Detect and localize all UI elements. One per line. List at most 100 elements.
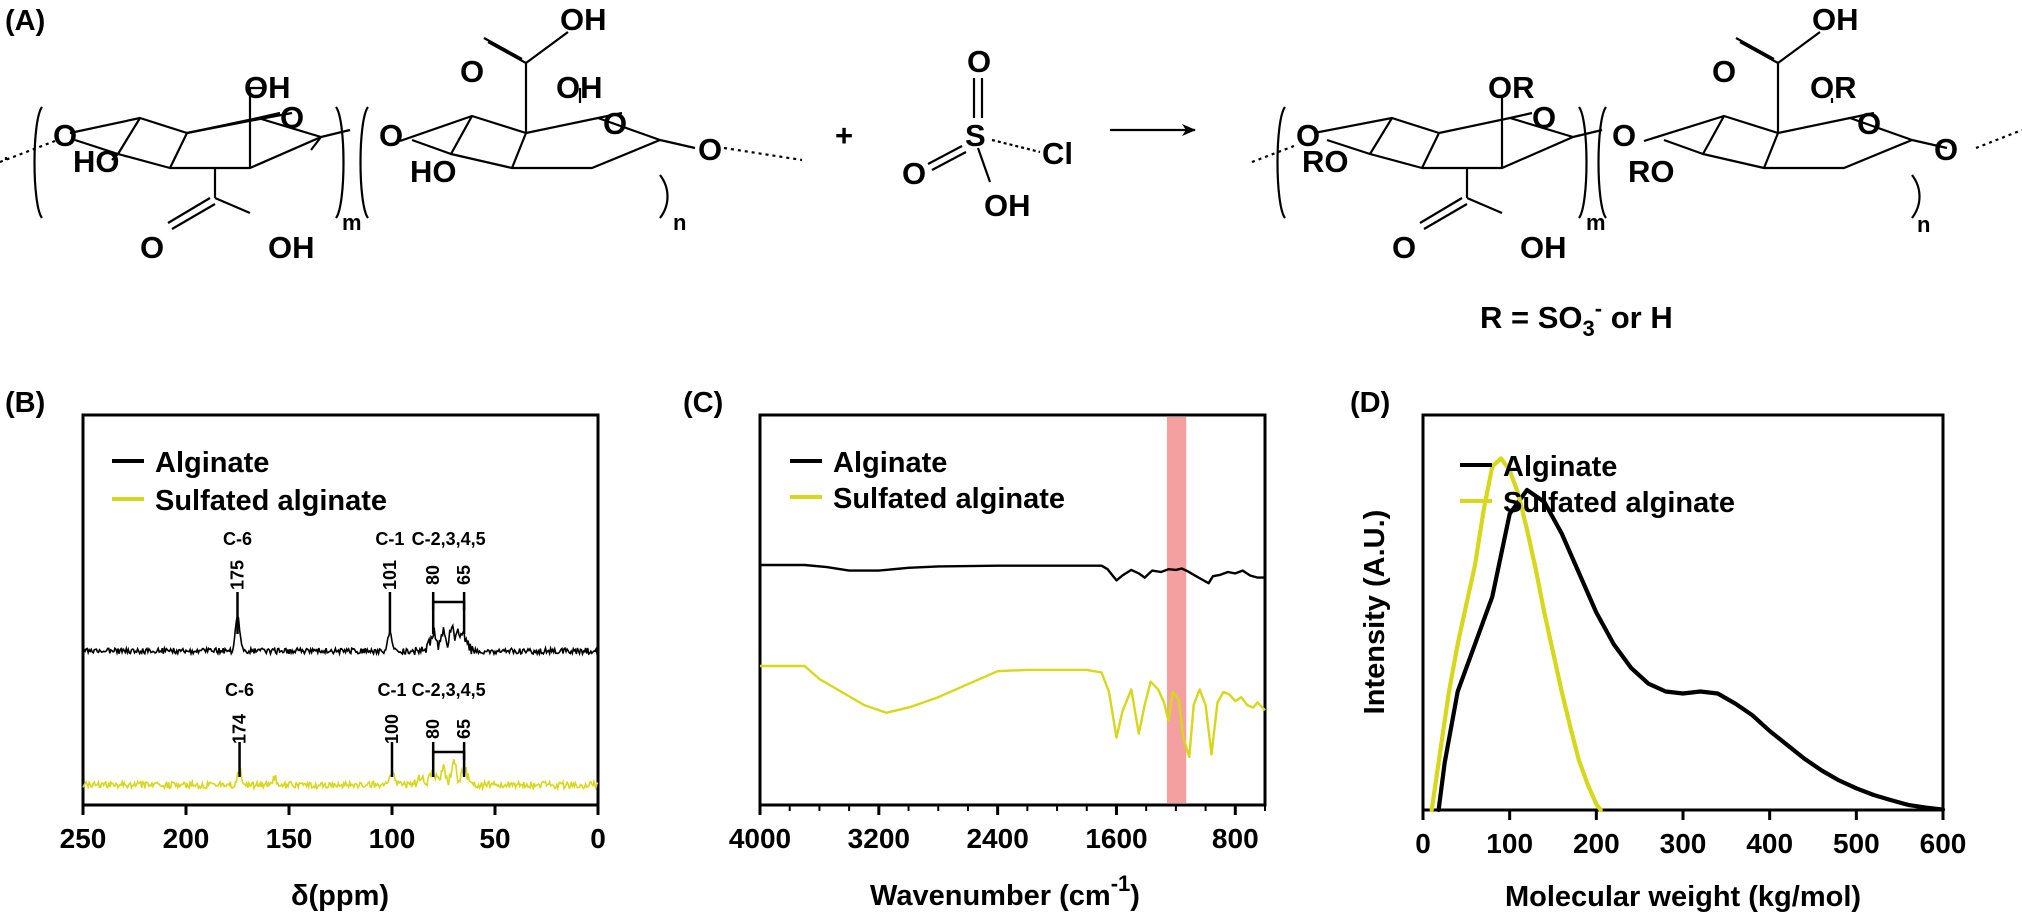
panel-b-label: (B): [5, 387, 45, 419]
panel-d-y-axis-title: Intensity (A.U.): [1359, 510, 1391, 715]
mw-tick-label-0: 0: [1415, 828, 1431, 859]
reaction-arrow: [1110, 124, 1196, 136]
mw-tick-label-200: 200: [1573, 828, 1620, 859]
peak-value-label: 100: [382, 714, 402, 744]
right-polymer: O RO OR O O OH m O RO OR O O OH O n: [1251, 2, 2022, 265]
panel-d-label: (D): [1350, 387, 1390, 419]
atom-o-carbonyl-2: O: [460, 54, 484, 89]
right-atom-o-carbonyl-2: O: [1712, 54, 1736, 89]
right-atom-o-ring1: O: [1532, 100, 1556, 135]
peak-value-label: 80: [423, 719, 443, 739]
mw-tick-label-400: 400: [1746, 828, 1793, 859]
panel-c-legend: Alginate Sulfated alginate: [790, 447, 1065, 515]
peak-value-label: 65: [454, 719, 474, 739]
peak-group-bracket: [431, 750, 466, 760]
ftir-tick-label-2400: 2400: [966, 823, 1028, 854]
atom-oh-carboxyl-2: OH: [560, 2, 607, 37]
peak-group-bracket: [431, 600, 466, 610]
mw-tick-label-300: 300: [1660, 828, 1707, 859]
right-atom-o-link-right: O: [1934, 132, 1958, 167]
peak-value-label: 65: [454, 565, 474, 585]
subscript-m: m: [342, 210, 362, 235]
panel-b-series: [82, 613, 599, 792]
mw-series-sulfated-alginate: [1429, 456, 1603, 813]
legend-label-alginate: Alginate: [833, 447, 947, 479]
ftir-tick-label-3200: 3200: [848, 823, 910, 854]
left-polymer-bonds: [0, 31, 803, 230]
highlight-band: [1166, 417, 1187, 803]
peak-value-label: 175: [228, 560, 248, 590]
ftir-series-alginate: [760, 563, 1265, 585]
legend-label-sulfated: Sulfated alginate: [833, 483, 1065, 515]
right-atom-o-ring2: O: [1857, 106, 1881, 141]
right-subscript-n: n: [1917, 212, 1930, 237]
panel-d-plot-frame: [1421, 413, 1945, 812]
panel-a-reaction-scheme: (A) O HO OH O O OH: [0, 2, 2022, 341]
reagent-o-top: O: [967, 44, 991, 79]
mw-tick-label-500: 500: [1833, 828, 1880, 859]
reagent-bonds: [927, 78, 1041, 183]
reagent-atoms: O S Cl O OH: [902, 44, 1073, 223]
legend-label-sulfated: Sulfated alginate: [155, 485, 387, 517]
nmr-tick-label-250: 250: [60, 823, 107, 854]
atom-o-link-mid: O: [379, 118, 403, 153]
peak-group-label: C-1: [375, 529, 404, 549]
panel-d-x-axis-title: Molecular weight (kg/mol): [1505, 881, 1861, 913]
ftir-tick-label-800: 800: [1212, 823, 1259, 854]
atom-oh-top: OH: [244, 70, 291, 105]
right-atom-o-carbonyl-1: O: [1392, 230, 1416, 265]
right-atom-ro-2: RO: [1628, 154, 1675, 189]
right-atom-o-link-left: O: [1296, 118, 1320, 153]
panel-d-series: [1429, 456, 1946, 813]
peak-group-label: C-1: [377, 680, 406, 700]
nmr-tick-label-0: 0: [590, 823, 606, 854]
plus-sign: +: [835, 118, 853, 153]
right-atom-or-2: OR: [1810, 70, 1857, 105]
atom-o-carbonyl-1: O: [140, 230, 164, 265]
nmr-tick-label-50: 50: [479, 823, 510, 854]
atom-o-ring1: O: [280, 100, 304, 135]
panel-c-series: [760, 563, 1266, 759]
nmr-series-alginate: [82, 613, 599, 657]
peak-group-label: C-6: [223, 529, 252, 549]
left-polymer-atoms: O HO OH O O OH m O HO OH O O OH O n: [53, 2, 722, 265]
panel-b-legend: Alginate Sulfated alginate: [112, 447, 387, 517]
atom-ho-2: HO: [410, 154, 457, 189]
panel-b-plot-frame: [81, 413, 600, 807]
panel-d-x-ticks: 0 100 200 300 400 500 600: [1415, 810, 1966, 859]
legend-label-alginate: Alginate: [155, 447, 269, 479]
mw-series-alginate: [1436, 487, 1946, 813]
nmr-tick-label-150: 150: [266, 823, 313, 854]
right-subscript-m: m: [1586, 210, 1606, 235]
subscript-n: n: [673, 210, 686, 235]
panel-c-label: (C): [683, 387, 723, 419]
ftir-tick-label-1600: 1600: [1085, 823, 1147, 854]
right-atom-oh-carboxyl-1: OH: [1520, 230, 1567, 265]
mw-tick-label-100: 100: [1486, 828, 1533, 859]
atom-o-link-right: O: [698, 132, 722, 167]
panel-d-mw-chart: (D) 0 100 200 300 400 500 600 Alginate Sulfate…: [1350, 387, 1966, 913]
reagent-cl: Cl: [1042, 136, 1073, 171]
r-definition: R = SO3- or H: [1480, 296, 1673, 341]
panel-d-legend: Alginate Sulfated alginate: [1460, 451, 1735, 519]
peak-group-label: C-2,3,4,5: [412, 680, 486, 700]
ftir-series-sulfated-alginate: [760, 664, 1266, 759]
mw-tick-label-600: 600: [1920, 828, 1967, 859]
panel-a-label: (A): [5, 5, 45, 37]
legend-label-sulfated: Sulfated alginate: [1503, 487, 1735, 519]
nmr-series-sulfated-alginate: [82, 759, 599, 792]
peak-group-label: C-6: [225, 680, 254, 700]
panel-c-plot-frame: [758, 413, 1267, 807]
panel-c-x-axis-title: Wavenumber (cm-1): [870, 871, 1140, 912]
atom-oh-ring2: OH: [556, 70, 603, 105]
atom-ho-1: HO: [73, 144, 120, 179]
right-atom-or-1: OR: [1488, 70, 1535, 105]
peak-value-label: 101: [380, 560, 400, 590]
reagent-s: S: [965, 118, 986, 153]
panel-b-x-axis-title: δ(ppm): [291, 880, 389, 912]
